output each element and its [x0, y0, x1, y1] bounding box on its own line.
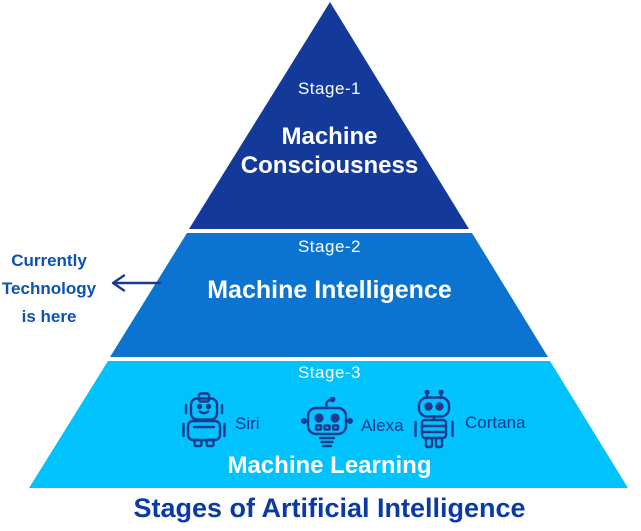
diagram-caption: Stages of Artificial Intelligence: [133, 493, 526, 523]
stage-3-label: Stage-3: [297, 363, 362, 382]
pyramid-stage-2-shape: [110, 233, 548, 357]
left-arrow-icon: [106, 272, 162, 299]
stage-3-title: Machine Learning: [227, 452, 432, 479]
assistant-label: Siri: [235, 413, 260, 433]
annotation-line: is here: [21, 307, 77, 326]
assistant-label: Cortana: [465, 412, 526, 432]
alexa-robot-icon: [301, 396, 354, 454]
assistant-cortana: Cortana: [411, 389, 526, 455]
stage-1-title: Machine Consciousness: [240, 123, 419, 179]
stage-1-label: Stage-1: [297, 79, 362, 98]
assistant-siri: Siri: [181, 392, 260, 455]
stage-2-title: Machine Intelligence: [207, 276, 452, 304]
pyramid-stage-1-shape: [189, 2, 469, 229]
siri-robot-icon: [181, 392, 227, 455]
currently-here-annotation: Currently Technology is here: [0, 247, 98, 331]
stage-2-label: Stage-2: [297, 237, 362, 256]
assistant-label: Alexa: [361, 415, 404, 435]
cortana-robot-icon: [411, 389, 457, 455]
assistant-alexa: Alexa: [301, 396, 404, 454]
annotation-line: Technology: [1, 279, 97, 298]
annotation-line: Currently: [11, 251, 87, 270]
